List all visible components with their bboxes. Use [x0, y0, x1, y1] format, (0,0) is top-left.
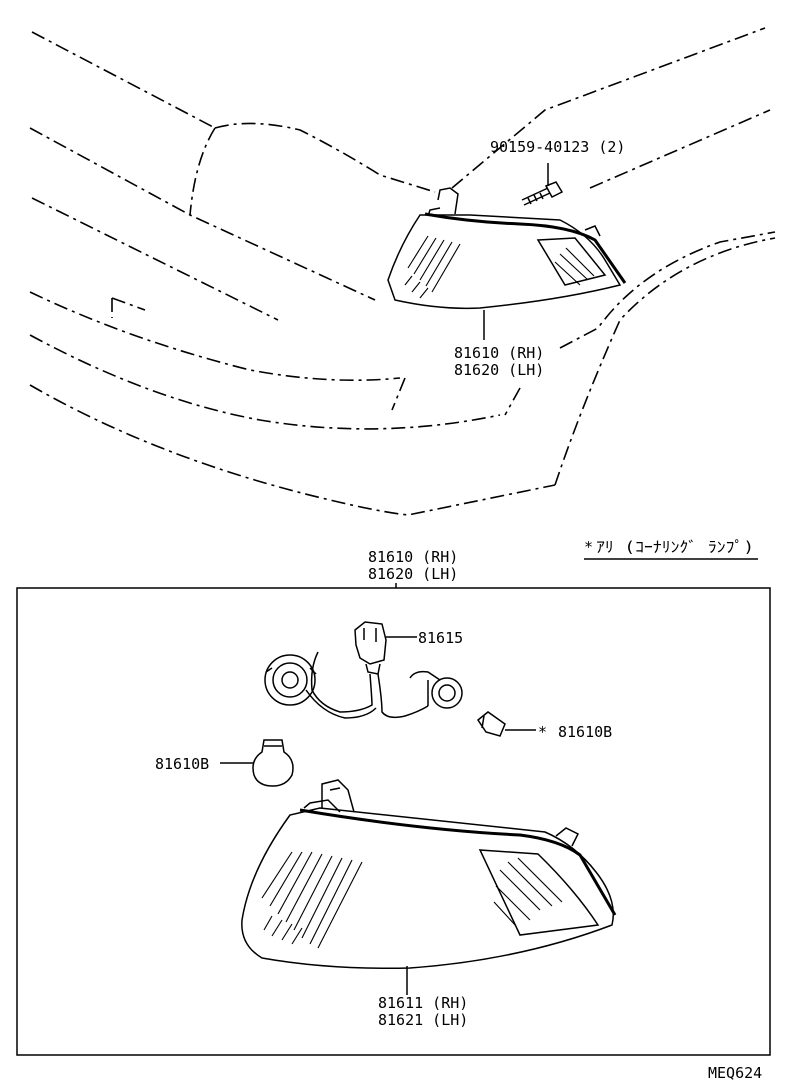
- bulb-part-number: 81610B: [155, 755, 209, 773]
- lamp-lens-ribs: [404, 235, 595, 299]
- lens-part-number-lh: 81621 (LH): [378, 1011, 468, 1029]
- wedge-bulb-part-number: 81610B: [558, 723, 612, 741]
- figure-code: MEQ624: [708, 1064, 762, 1082]
- bolt-icon: [521, 181, 564, 206]
- lamp-part-number-lh: 81620 (LH): [454, 361, 544, 379]
- exploded-view-frame: [16, 587, 771, 1056]
- socket-wire-harness: [264, 621, 463, 719]
- wedge-bulb-asterisk: *: [538, 723, 547, 741]
- lens-ribs: [261, 851, 563, 949]
- top-leader-lines: [483, 163, 549, 340]
- note-asterisk: *: [584, 538, 593, 556]
- bolt-part-number: 90159-40123 (2): [490, 138, 625, 156]
- vehicle-body-outline: [29, 27, 776, 516]
- bulb-icon: [252, 739, 294, 787]
- corner-lamp-installed: [387, 187, 627, 310]
- assembly-part-number-rh: 81610 (RH): [368, 548, 458, 566]
- socket-part-number: 81615: [418, 629, 463, 647]
- lamp-part-number-rh: 81610 (RH): [454, 344, 544, 362]
- note-text: ｱﾘ (ｺｰﾅﾘﾝｸﾞ ﾗﾝﾌﾟ): [596, 538, 754, 556]
- lamp-lens-unit: [241, 779, 617, 970]
- lens-part-number-rh: 81611 (RH): [378, 994, 468, 1012]
- assembly-part-number-lh: 81620 (LH): [368, 565, 458, 583]
- wedge-bulb-icon: [476, 711, 506, 737]
